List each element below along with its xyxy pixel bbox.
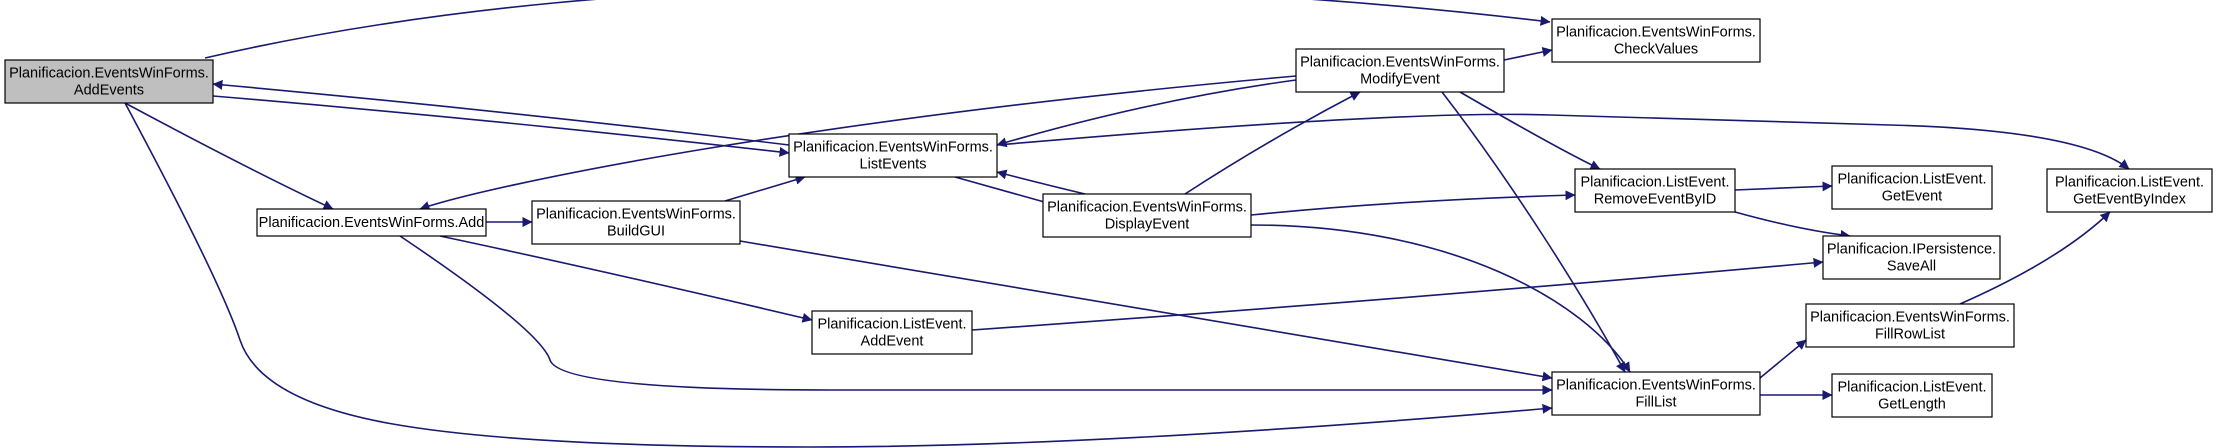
- node-box: [811, 310, 973, 355]
- nodes-layer: Planificacion.EventsWinForms.AddEventsPl…: [4, 18, 2213, 418]
- node-display-event[interactable]: Planificacion.EventsWinForms.DisplayEven…: [1042, 193, 1252, 238]
- node-label-line: Planificacion.ListEvent.: [1837, 380, 1986, 396]
- node-label-line: Planificacion.EventsWinForms.: [1810, 310, 2010, 326]
- node-label-line: Planificacion.EventsWinForms.: [1300, 55, 1500, 71]
- node-label-line: GetEventByIndex: [2073, 192, 2187, 208]
- node-label-line: CheckValues: [1614, 42, 1698, 58]
- node-box: [1574, 168, 1736, 213]
- node-get-event[interactable]: Planificacion.ListEvent.GetEvent: [1831, 165, 1993, 210]
- node-label-line: BuildGUI: [607, 224, 665, 240]
- node-label-line: SaveAll: [1887, 259, 1936, 275]
- node-box: [1805, 303, 2015, 348]
- node-label-line: Planificacion.EventsWinForms.: [793, 140, 993, 156]
- edge-list-events-to-get-event-by-index: [996, 113, 2130, 170]
- node-label-line: Planificacion.EventsWinForms.: [1556, 378, 1756, 394]
- node-box: [1822, 235, 2001, 280]
- node-label-line: Planificacion.EventsWinForms.: [9, 66, 209, 82]
- node-label-line: Planificacion.EventsWinForms.Add: [259, 215, 485, 231]
- node-label-line: AddEvents: [74, 83, 144, 99]
- node-box: [256, 208, 487, 237]
- edge-add-events-to-list-events: [212, 95, 790, 157]
- edge-build-gui-to-fill-list: [739, 240, 1553, 382]
- edge-modify-event-to-check-values: [1503, 47, 1553, 61]
- edge-fill-list-to-fill-row-list: [1759, 339, 1807, 379]
- node-fill-list[interactable]: Planificacion.EventsWinForms.FillList: [1551, 371, 1761, 416]
- node-box: [2046, 168, 2213, 213]
- edge-add-to-list-add-event: [439, 235, 813, 323]
- edge-build-gui-to-list-events: [724, 174, 806, 202]
- node-label-line: GetEvent: [1882, 189, 1942, 205]
- node-label-line: Planificacion.ListEvent.: [1580, 175, 1729, 191]
- edge-list-add-event-to-save-all: [971, 257, 1824, 331]
- node-label-line: Planificacion.EventsWinForms.: [1047, 200, 1247, 216]
- node-modify-event[interactable]: Planificacion.EventsWinForms.ModifyEvent: [1295, 48, 1505, 93]
- edge-modify-event-to-remove-event-by-id: [1459, 91, 1601, 170]
- node-box: [1831, 373, 1993, 418]
- node-list-add-event[interactable]: Planificacion.ListEvent.AddEvent: [811, 310, 973, 355]
- node-label-line: DisplayEvent: [1105, 217, 1190, 233]
- edge-display-event-to-modify-event: [1184, 91, 1361, 195]
- node-box: [531, 200, 741, 245]
- node-box: [1551, 18, 1761, 63]
- node-label-line: Planificacion.ListEvent.: [1837, 172, 1986, 188]
- node-label-line: Planificacion.ListEvent.: [817, 317, 966, 333]
- edge-display-event-to-remove-event-by-id: [1250, 190, 1576, 216]
- node-get-length[interactable]: Planificacion.ListEvent.GetLength: [1831, 373, 1993, 418]
- node-label-line: Planificacion.EventsWinForms.: [1556, 25, 1756, 41]
- edge-list-events-to-add-events: [212, 79, 790, 146]
- edge-modify-event-to-fill-list: [1441, 91, 1626, 373]
- edge-add-events-to-add: [124, 102, 334, 210]
- edge-list-events-to-display-event: [954, 176, 1056, 208]
- node-remove-event-by-id[interactable]: Planificacion.ListEvent.RemoveEventByID: [1574, 168, 1736, 213]
- node-label-line: FillRowList: [1875, 327, 1945, 343]
- node-label-line: GetLength: [1878, 397, 1946, 413]
- node-add[interactable]: Planificacion.EventsWinForms.Add: [256, 208, 487, 237]
- edge-add-events-to-fill-list: [124, 102, 1553, 448]
- node-label-line: FillList: [1635, 395, 1676, 411]
- node-box: [1295, 48, 1505, 93]
- node-box: [1042, 193, 1252, 238]
- node-fill-row-list[interactable]: Planificacion.EventsWinForms.FillRowList: [1805, 303, 2015, 348]
- node-label-line: Planificacion.EventsWinForms.: [536, 207, 736, 223]
- node-list-events[interactable]: Planificacion.EventsWinForms.ListEvents: [788, 133, 998, 178]
- node-label-line: AddEvent: [861, 334, 924, 350]
- node-add-events[interactable]: Planificacion.EventsWinForms.AddEvents: [4, 59, 214, 104]
- edge-modify-event-to-list-events: [996, 79, 1297, 148]
- edge-remove-event-by-id-to-get-event: [1734, 181, 1833, 192]
- node-label-line: RemoveEventByID: [1594, 192, 1717, 208]
- node-box: [788, 133, 998, 178]
- node-box: [4, 59, 214, 104]
- edge-remove-event-by-id-to-save-all: [1734, 211, 1851, 240]
- node-box: [1551, 371, 1761, 416]
- edge-display-event-to-fill-list: [1250, 224, 1631, 373]
- node-label-line: ModifyEvent: [1360, 72, 1440, 88]
- node-label-line: ListEvents: [860, 157, 927, 173]
- node-save-all[interactable]: Planificacion.IPersistence.SaveAll: [1822, 235, 2001, 280]
- node-box: [1831, 165, 1993, 210]
- edge-add-events-to-check-values: [204, 0, 1551, 59]
- node-label-line: Planificacion.ListEvent.: [2055, 175, 2204, 191]
- node-get-event-by-index[interactable]: Planificacion.ListEvent.GetEventByIndex: [2046, 168, 2213, 213]
- edge-add-to-fill-list: [399, 235, 1553, 395]
- node-check-values[interactable]: Planificacion.EventsWinForms.CheckValues: [1551, 18, 1761, 63]
- edges-layer: [124, 0, 2130, 448]
- node-label-line: Planificacion.IPersistence.: [1827, 242, 1996, 258]
- node-build-gui[interactable]: Planificacion.EventsWinForms.BuildGUI: [531, 200, 741, 245]
- edge-display-event-to-list-events: [996, 169, 1086, 195]
- edge-fill-row-list-to-get-event-by-index: [1959, 211, 2111, 305]
- edge-modify-event-to-add: [419, 75, 1297, 211]
